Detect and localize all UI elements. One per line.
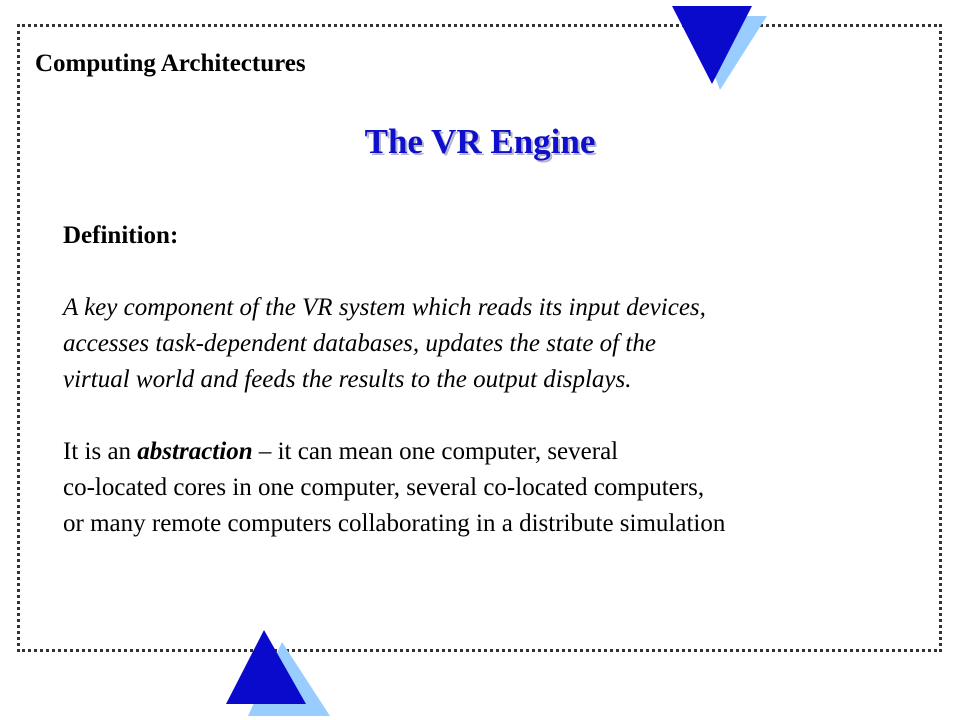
slide-body: Definition: A key component of the VR sy…	[63, 218, 933, 542]
up-triangle-icon	[224, 630, 334, 720]
definition-line: accesses task-dependent databases, updat…	[63, 330, 656, 357]
abstraction-line: co-located cores in one computer, severa…	[63, 474, 705, 501]
slide-title: The VR Engine	[364, 122, 596, 161]
definition-text: A key component of the VR system which r…	[63, 290, 933, 398]
definition-label: Definition:	[63, 222, 179, 249]
definition-line: virtual world and feeds the results to t…	[63, 366, 632, 393]
abstraction-line: It is an abstraction – it can mean one c…	[63, 434, 933, 470]
down-triangle-icon	[670, 6, 770, 92]
definition-line: A key component of the VR system which r…	[63, 294, 706, 321]
slide-frame	[17, 24, 942, 652]
section-title: Computing Architectures	[35, 50, 306, 77]
abstraction-text: It is an abstraction – it can mean one c…	[63, 434, 933, 542]
abstraction-line: or many remote computers collaborating i…	[63, 510, 726, 537]
abstraction-keyword: abstraction	[137, 438, 253, 465]
abstraction-prefix: It is an	[63, 438, 138, 465]
abstraction-suffix: – it can mean one computer, several	[252, 438, 619, 465]
